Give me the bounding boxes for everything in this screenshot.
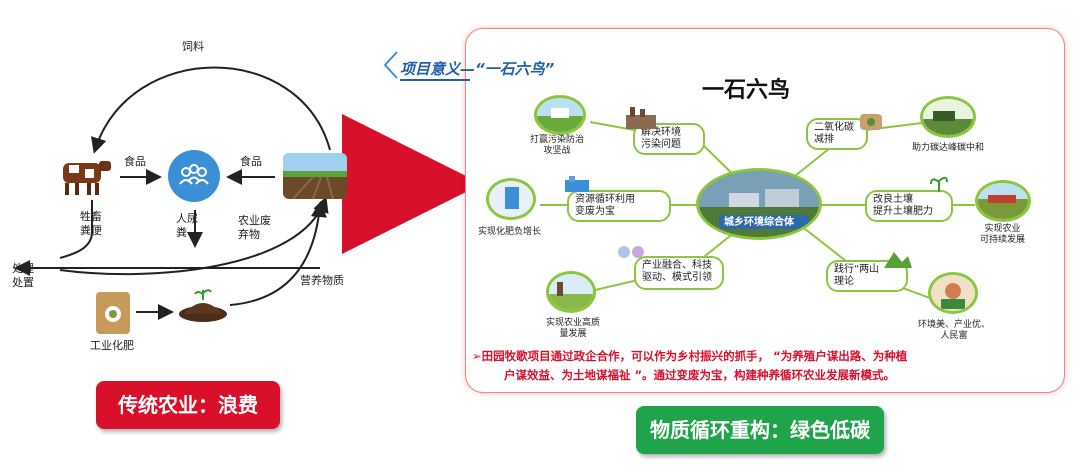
outcome-carbon-image xyxy=(920,96,976,138)
pill-resource-cycle: 资源循环利用 变废为宝 xyxy=(567,190,671,222)
food-label-left: 食品 xyxy=(124,155,146,168)
food-label-right: 食品 xyxy=(240,155,262,168)
outcome-sustainable-label: 实现农业 可持续发展 xyxy=(980,224,1026,245)
outcome-pollution-label: 打赢污染防治 攻坚战 xyxy=(530,135,585,156)
circular-caption: 物质循环重构：绿色低碳 xyxy=(636,406,884,454)
co2-bag-icon xyxy=(856,110,886,132)
agri-waste-label: 农业废 弃物 xyxy=(238,214,271,241)
recycle-plant-icon xyxy=(563,174,591,194)
soil-icon xyxy=(178,288,228,322)
disposal-label: 处理 处置 xyxy=(12,262,34,289)
project-header: 项目意义—“一石六鸟” xyxy=(400,60,555,78)
statement-line-2: 户谋效益、为土地谋福祉 ”。通过变废为宝，构建种养循环农业发展新模式。 xyxy=(504,368,896,382)
feed-label: 饲料 xyxy=(182,40,204,53)
field-image xyxy=(283,153,347,199)
traditional-caption: 传统农业：浪费 xyxy=(96,381,280,429)
nutrients-label: 营养物质 xyxy=(300,274,344,287)
fertilizer-label: 工业化肥 xyxy=(90,339,134,352)
pill-co2: 二氧化碳 减排 xyxy=(806,118,868,150)
pill-industry: 产业融合、科技 驱动、模式引领 xyxy=(634,256,724,290)
statement-line-1: ➢田园牧歌项目通过政企合作，可以作为乡村振兴的抓手， “为养殖户谋出路、为种植 xyxy=(472,349,908,363)
outcome-fertilizer-label: 实现化肥负增长 xyxy=(478,227,542,237)
chevron-left-icon xyxy=(382,50,400,80)
outcome-fertilizer-image xyxy=(486,178,536,220)
outcome-prosper-image xyxy=(928,272,978,314)
center-hub-image xyxy=(696,168,822,240)
livestock-manure-label: 牲畜 粪便 xyxy=(80,210,102,237)
project-statement: ➢田园牧歌项目通过政企合作，可以作为乡村振兴的抓手， “为养殖户谋出路、为种植 … xyxy=(472,347,1062,385)
mountain-icon xyxy=(882,246,914,270)
factory-icon xyxy=(624,105,658,129)
header-underline xyxy=(400,79,470,81)
pill-soil: 改良土壤 提升土壤肥力 xyxy=(865,190,953,222)
outcome-quality-label: 实现农业高质 量发展 xyxy=(546,318,601,339)
outcome-pollution-image xyxy=(534,95,586,135)
center-hub-label: 城乡环境综合体 xyxy=(724,217,794,228)
fertilizer-bag-icon xyxy=(96,292,130,334)
sprout-icon xyxy=(928,172,950,194)
human-waste-label: 人尿 粪 xyxy=(176,212,198,239)
people-icon xyxy=(168,150,220,202)
tech-icon xyxy=(616,242,646,262)
panel-title: 一石六鸟 xyxy=(702,78,791,103)
outcome-sustainable-image xyxy=(975,180,1031,222)
outcome-carbon-label: 助力碳达峰碳中和 xyxy=(912,143,985,153)
outcome-quality-image xyxy=(546,271,596,313)
outcome-prosper-label: 环境美、产业优、 人民富 xyxy=(918,320,991,341)
cow-image xyxy=(55,155,117,200)
